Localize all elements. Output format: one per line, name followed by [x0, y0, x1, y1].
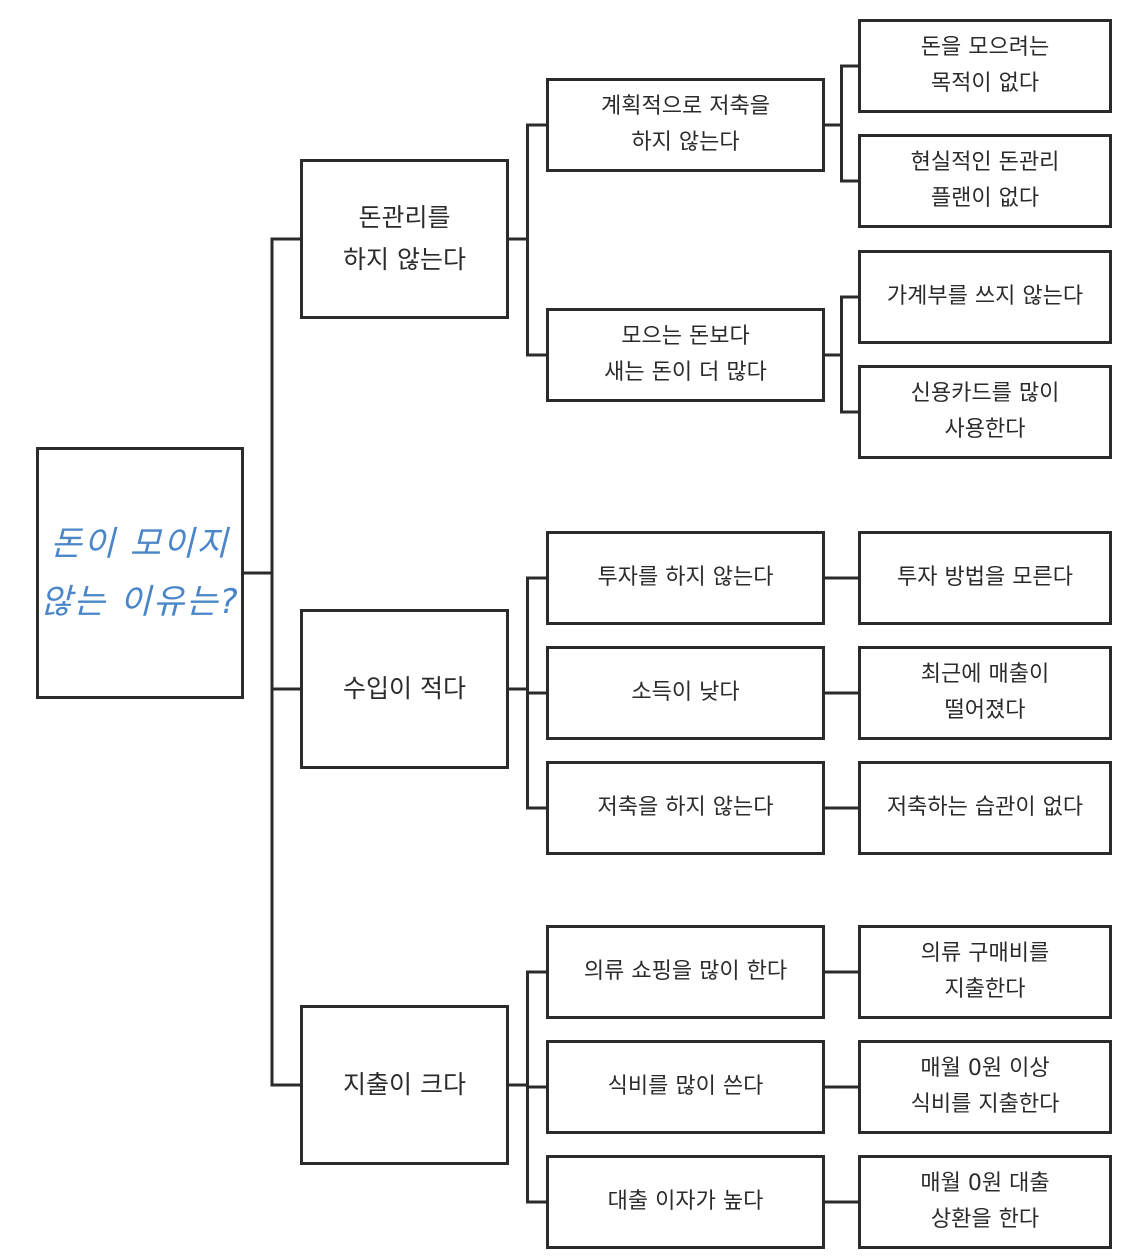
- branch-box-high-spending: 지출이 크다: [300, 1005, 509, 1165]
- reason-label: 매월 0원 대출 상환을 한다: [920, 1171, 1050, 1232]
- cause-box-clothes-shopping: 의류 쇼핑을 많이 한다: [546, 925, 825, 1019]
- root-question-text: 돈이 모이지 않는 이유는?: [40, 524, 240, 622]
- reason-label: 돈을 모으려는 목적이 없다: [920, 35, 1050, 96]
- cause-label: 대출 이자가 높다: [607, 1189, 764, 1214]
- branch-label: 돈관리를 하지 않는다: [343, 203, 466, 274]
- reason-box-no-saving-goal: 돈을 모으려는 목적이 없다: [858, 19, 1112, 113]
- reason-box-monthly-loan-repayment: 매월 0원 대출 상환을 한다: [858, 1155, 1112, 1249]
- reason-label: 의류 구매비를 지출한다: [920, 941, 1050, 1002]
- reason-box-heavy-credit-card-use: 신용카드를 많이 사용한다: [858, 365, 1112, 459]
- reason-label: 매월 0원 이상 식비를 지출한다: [910, 1056, 1060, 1117]
- cause-box-not-saving: 저축을 하지 않는다: [546, 761, 825, 855]
- reason-label: 현실적인 돈관리 플랜이 없다: [910, 150, 1060, 211]
- root-question-box: 돈이 모이지 않는 이유는?: [36, 447, 244, 699]
- cause-label: 의류 쇼핑을 많이 한다: [583, 959, 788, 984]
- reason-box-monthly-food-expense: 매월 0원 이상 식비를 지출한다: [858, 1040, 1112, 1134]
- cause-box-food-spending: 식비를 많이 쓴다: [546, 1040, 825, 1134]
- reason-box-no-saving-habit: 저축하는 습관이 없다: [858, 761, 1112, 855]
- branch-box-low-income: 수입이 적다: [300, 609, 509, 769]
- cause-box-no-planned-saving: 계획적으로 저축을 하지 않는다: [546, 78, 825, 172]
- cause-label: 모으는 돈보다 새는 돈이 더 많다: [604, 324, 767, 385]
- reason-label: 투자 방법을 모른다: [897, 565, 1073, 590]
- reason-label: 가계부를 쓰지 않는다: [886, 284, 1084, 309]
- cause-box-no-investing: 투자를 하지 않는다: [546, 531, 825, 625]
- cause-label: 소득이 낮다: [631, 680, 740, 705]
- cause-box-spending-exceeds-saving: 모으는 돈보다 새는 돈이 더 많다: [546, 308, 825, 402]
- branch-label: 수입이 적다: [343, 674, 466, 703]
- reason-box-sales-dropped: 최근에 매출이 떨어졌다: [858, 646, 1112, 740]
- cause-label: 투자를 하지 않는다: [597, 565, 774, 590]
- reason-box-clothing-expense: 의류 구매비를 지출한다: [858, 925, 1112, 1019]
- reason-label: 신용카드를 많이 사용한다: [910, 381, 1060, 442]
- branch-label: 지출이 크다: [343, 1070, 466, 1099]
- cause-box-low-earnings: 소득이 낮다: [546, 646, 825, 740]
- reason-label: 저축하는 습관이 없다: [886, 795, 1084, 820]
- cause-box-high-loan-interest: 대출 이자가 높다: [546, 1155, 825, 1249]
- reason-label: 최근에 매출이 떨어졌다: [920, 662, 1050, 723]
- reason-box-unknown-investing-method: 투자 방법을 모른다: [858, 531, 1112, 625]
- cause-label: 계획적으로 저축을 하지 않는다: [601, 94, 770, 155]
- cause-label: 식비를 많이 쓴다: [607, 1074, 764, 1099]
- cause-label: 저축을 하지 않는다: [597, 795, 774, 820]
- reason-box-no-household-ledger: 가계부를 쓰지 않는다: [858, 250, 1112, 344]
- reason-box-no-money-plan: 현실적인 돈관리 플랜이 없다: [858, 134, 1112, 228]
- branch-box-money-management: 돈관리를 하지 않는다: [300, 159, 509, 319]
